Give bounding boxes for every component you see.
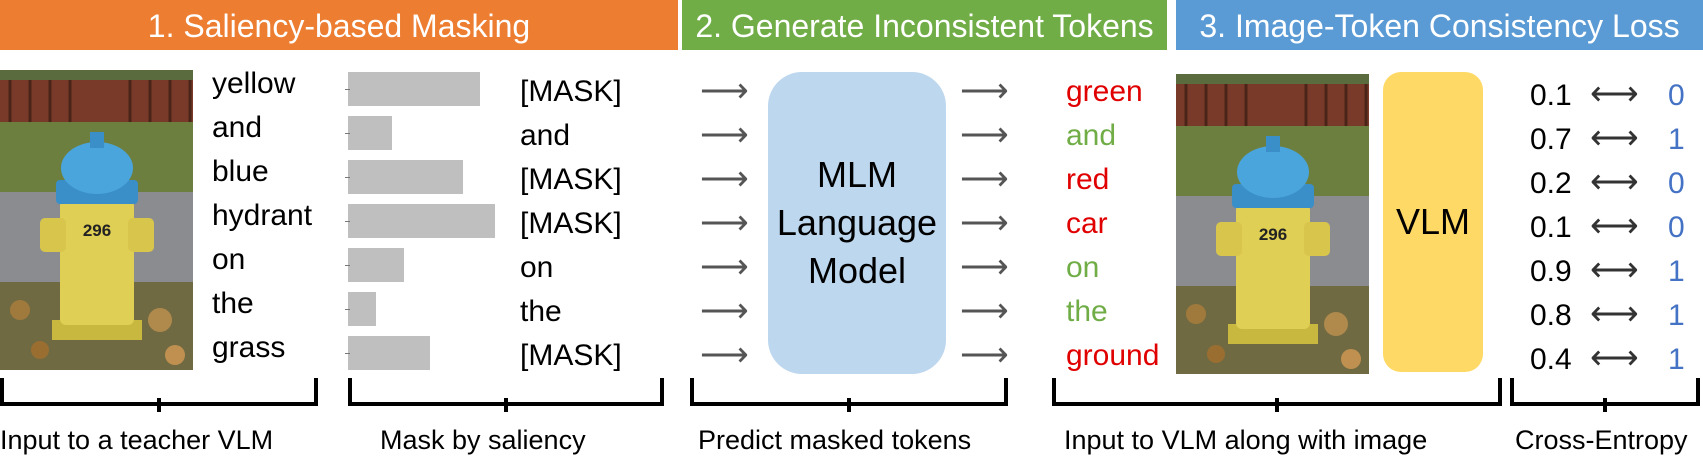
hydrant-photo-input: 296 bbox=[0, 70, 193, 370]
input-word: grass bbox=[212, 331, 286, 364]
arrow-icon: ⟶ bbox=[700, 336, 749, 374]
step3-banner: 3. Image-Token Consistency Loss bbox=[1176, 0, 1703, 50]
double-arrow-icon: ⟷ bbox=[1590, 163, 1639, 201]
arrow-icon: ⟶ bbox=[960, 160, 1009, 198]
input-word: and bbox=[212, 111, 263, 144]
arrow-icon: ⟶ bbox=[700, 204, 749, 242]
saliency-bar bbox=[348, 160, 463, 194]
output-word: car bbox=[1066, 207, 1108, 240]
caption-mask-saliency: Mask by saliency bbox=[380, 425, 586, 455]
saliency-tick bbox=[345, 309, 350, 310]
saliency-tick bbox=[345, 89, 350, 90]
double-arrow-icon: ⟷ bbox=[1590, 119, 1639, 157]
score: 0.9 bbox=[1530, 255, 1572, 288]
output-word: red bbox=[1066, 163, 1110, 196]
input-word: on bbox=[212, 243, 246, 276]
saliency-bar bbox=[348, 292, 376, 326]
masked-word: and bbox=[520, 119, 571, 152]
caption-input-vlm: Input to VLM along with image bbox=[1064, 425, 1428, 455]
arrow-icon: ⟶ bbox=[700, 160, 749, 198]
score: 0.1 bbox=[1530, 211, 1572, 244]
output-word: and bbox=[1066, 119, 1117, 152]
double-arrow-icon: ⟷ bbox=[1590, 339, 1639, 377]
output-word: ground bbox=[1066, 339, 1160, 372]
double-arrow-icon: ⟷ bbox=[1590, 295, 1639, 333]
masked-word: [MASK] bbox=[520, 339, 622, 372]
masked-word: [MASK] bbox=[520, 163, 622, 196]
arrow-icon: ⟶ bbox=[700, 116, 749, 154]
caption-input-teacher: Input to a teacher VLM bbox=[0, 425, 274, 455]
bracket-vlm-input bbox=[1052, 378, 1502, 412]
vlm-box: VLM bbox=[1383, 72, 1483, 372]
arrow-icon: ⟶ bbox=[960, 116, 1009, 154]
input-word: the bbox=[212, 287, 254, 320]
saliency-bar bbox=[348, 204, 495, 238]
bracket-predict bbox=[690, 378, 1008, 412]
label-value: 1 bbox=[1668, 123, 1685, 156]
mlm-line1: MLM bbox=[816, 154, 897, 195]
arrow-icon: ⟶ bbox=[700, 248, 749, 286]
score: 0.4 bbox=[1530, 343, 1572, 376]
saliency-tick bbox=[345, 133, 350, 134]
score: 0.8 bbox=[1530, 299, 1572, 332]
input-word: blue bbox=[212, 155, 269, 188]
label-value: 1 bbox=[1668, 255, 1685, 288]
saliency-bar bbox=[348, 116, 392, 150]
masked-word: the bbox=[520, 295, 562, 328]
double-arrow-icon: ⟷ bbox=[1590, 75, 1639, 113]
mlm-line2: Language bbox=[776, 202, 938, 243]
saliency-tick bbox=[345, 221, 350, 222]
arrow-icon: ⟶ bbox=[960, 204, 1009, 242]
saliency-tick bbox=[345, 353, 350, 354]
arrow-icon: ⟶ bbox=[960, 72, 1009, 110]
saliency-tick bbox=[345, 265, 350, 266]
mlm-line3: Model bbox=[807, 250, 907, 291]
step1-banner: 1. Saliency-based Masking bbox=[0, 0, 678, 50]
svg-text:296: 296 bbox=[1259, 225, 1287, 244]
arrow-icon: ⟶ bbox=[700, 292, 749, 330]
double-arrow-icon: ⟷ bbox=[1590, 207, 1639, 245]
score: 0.7 bbox=[1530, 123, 1572, 156]
hydrant-photo-vlm: 296 bbox=[1176, 74, 1369, 374]
saliency-bar bbox=[348, 336, 430, 370]
mlm-language-model-box: MLM Language Model bbox=[768, 72, 946, 374]
output-word: on bbox=[1066, 251, 1100, 284]
label-value: 0 bbox=[1668, 79, 1685, 112]
arrow-icon: ⟶ bbox=[960, 248, 1009, 286]
score: 0.2 bbox=[1530, 167, 1572, 200]
input-word: hydrant bbox=[212, 199, 313, 232]
saliency-bar bbox=[348, 72, 480, 106]
caption-predict-masked: Predict masked tokens bbox=[698, 425, 972, 455]
bracket-cross-entropy bbox=[1510, 378, 1700, 412]
masked-word: [MASK] bbox=[520, 207, 622, 240]
arrow-icon: ⟶ bbox=[700, 72, 749, 110]
label-value: 0 bbox=[1668, 167, 1685, 200]
output-word: green bbox=[1066, 75, 1143, 108]
step2-banner: 2. Generate Inconsistent Tokens bbox=[682, 0, 1167, 50]
input-word: yellow bbox=[212, 67, 296, 100]
caption-cross-entropy: Cross-Entropy bbox=[1515, 425, 1688, 455]
label-value: 1 bbox=[1668, 343, 1685, 376]
saliency-bar bbox=[348, 248, 404, 282]
output-word: the bbox=[1066, 295, 1108, 328]
bracket-input bbox=[0, 378, 318, 412]
svg-text:296: 296 bbox=[83, 221, 111, 240]
arrow-icon: ⟶ bbox=[960, 292, 1009, 330]
double-arrow-icon: ⟷ bbox=[1590, 251, 1639, 289]
saliency-tick bbox=[345, 177, 350, 178]
arrow-icon: ⟶ bbox=[960, 336, 1009, 374]
masked-word: on bbox=[520, 251, 554, 284]
label-value: 1 bbox=[1668, 299, 1685, 332]
score: 0.1 bbox=[1530, 79, 1572, 112]
masked-word: [MASK] bbox=[520, 75, 622, 108]
bracket-mask bbox=[348, 378, 664, 412]
label-value: 0 bbox=[1668, 211, 1685, 244]
